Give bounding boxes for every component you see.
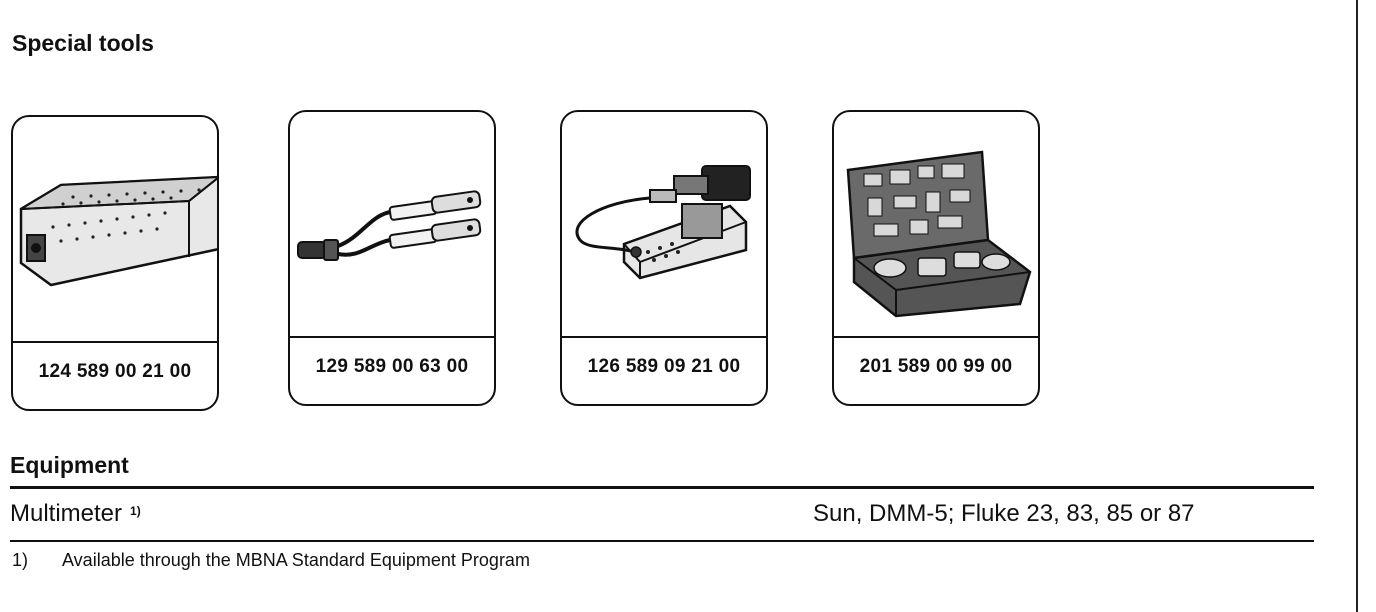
footnote-text: Available through the MBNA Standard Equi…: [62, 550, 530, 570]
tool-card-divider: [834, 336, 1038, 338]
tool-card-divider: [13, 341, 217, 343]
equipment-heading-rule: [10, 486, 1314, 489]
tool-card: 201 589 00 99 00: [832, 110, 1040, 406]
page-edge-line: [1356, 0, 1358, 612]
tool-part-number: 201 589 00 99 00: [859, 356, 1013, 377]
tool-part-number: 124 589 00 21 00: [38, 361, 192, 382]
tool-card: 129 589 00 63 00: [288, 110, 496, 406]
socket-box-icon: [19, 175, 217, 287]
equipment-row-rule: [10, 540, 1314, 542]
tool-card: 124 589 00 21 00: [11, 115, 219, 411]
tool-card-divider: [290, 336, 494, 338]
tool-card-divider: [562, 336, 766, 338]
test-adapter-icon: [575, 165, 751, 280]
tool-card: 126 589 09 21 00: [560, 110, 768, 406]
equipment-heading: Equipment: [10, 452, 129, 478]
tool-part-number: 129 589 00 63 00: [315, 356, 469, 377]
footnote-mark: 1): [12, 550, 29, 570]
test-lead-adapter-icon: [297, 190, 482, 261]
equipment-value: Sun, DMM-5; Fluke 23, 83, 85 or 87: [813, 500, 1195, 527]
special-tools-heading: Special tools: [12, 30, 154, 56]
footnote: 1) Available through the MBNA Standard Eq…: [12, 550, 530, 571]
tool-part-number: 126 589 09 21 00: [587, 356, 741, 377]
footnote-reference: 1): [130, 504, 141, 518]
tool-case-icon: [846, 150, 1032, 318]
equipment-name: Multimeter 1): [10, 500, 141, 528]
equipment-item-label: Multimeter: [10, 500, 123, 527]
